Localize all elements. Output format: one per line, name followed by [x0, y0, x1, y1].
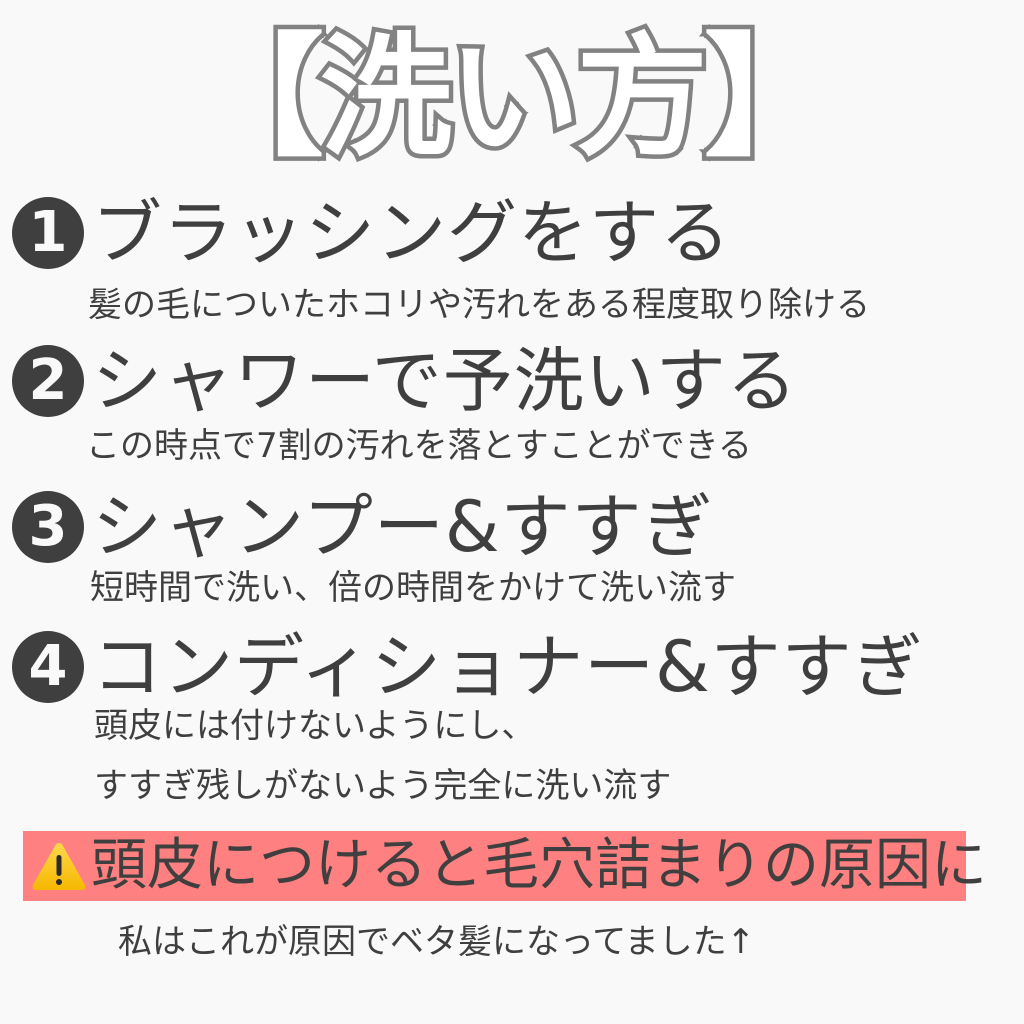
footnote: 私はこれが原因でベタ髪になってました↑	[118, 922, 756, 962]
step-number-badge-2: 2	[12, 345, 84, 417]
warning-banner: 頭皮につけると毛穴詰まりの原因に	[23, 831, 987, 901]
step-title-4: コンディショナー&すすぎ	[92, 626, 924, 708]
step-number-badge-1: 1	[12, 197, 84, 269]
step-description-4-line-1: 頭皮には付けないようにし、	[94, 706, 536, 746]
step-1: 1 ブラッシングをする	[12, 188, 731, 278]
page-title: 【洗い方】	[188, 17, 841, 180]
step-number-badge-3: 3	[12, 491, 84, 563]
step-number-badge-4: 4	[12, 631, 84, 703]
step-title-1: ブラッシングをする	[92, 192, 731, 274]
warning-icon	[32, 843, 86, 890]
step-description-3: 短時間で洗い、倍の時間をかけて洗い流す	[90, 568, 736, 608]
step-description-1: 髪の毛についたホコリや汚れをある程度取り除ける	[88, 285, 870, 325]
step-4: 4 コンディショナー&すすぎ	[12, 622, 924, 712]
step-2: 2 シャワーで予洗いする	[12, 336, 798, 426]
step-3: 3 シャンプー&すすぎ	[12, 482, 714, 572]
step-title-3: シャンプー&すすぎ	[92, 486, 714, 568]
step-title-2: シャワーで予洗いする	[92, 340, 798, 422]
step-description-4-line-2: すすぎ残しがないよう完全に洗い流す	[94, 766, 672, 806]
step-description-2: この時点で7割の汚れを落とすことができる	[86, 426, 752, 466]
warning-text: 頭皮につけると毛穴詰まりの原因に	[91, 833, 987, 898]
